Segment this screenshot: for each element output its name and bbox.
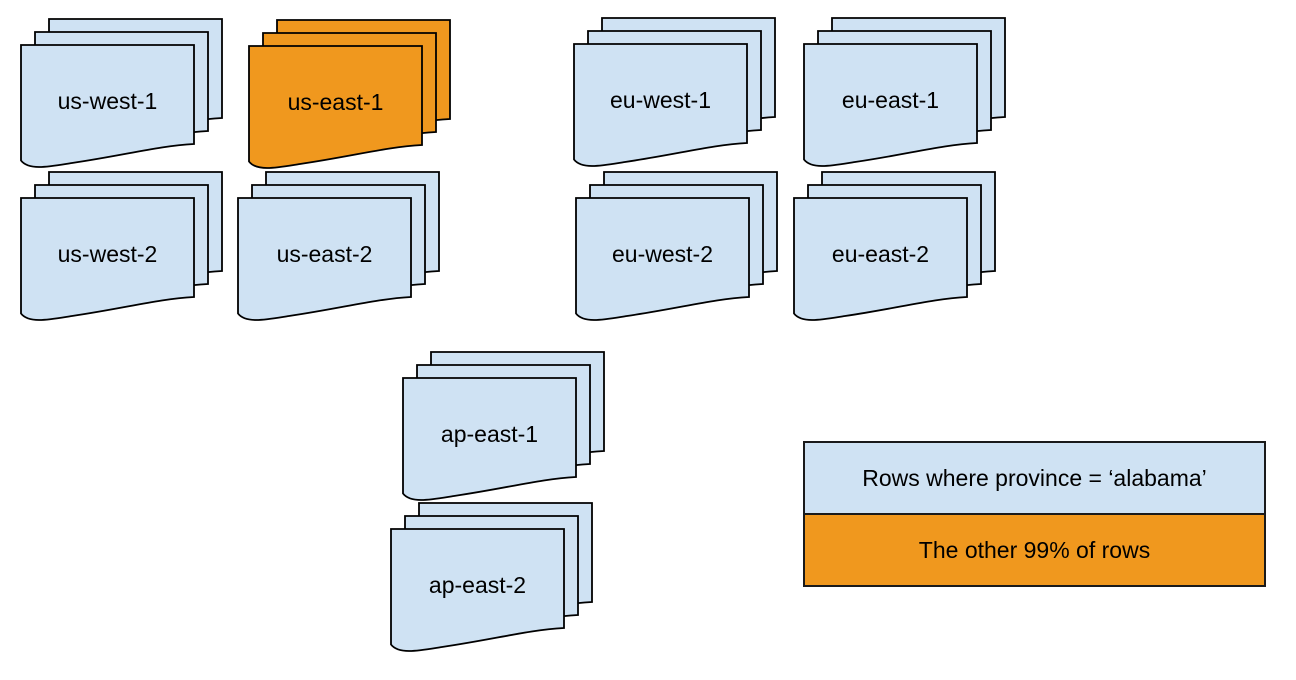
region-stack-ap-east-2: ap-east-2: [390, 502, 594, 654]
region-stack-us-west-2: us-west-2: [20, 171, 224, 323]
region-stack-us-east-2: us-east-2: [237, 171, 441, 323]
region-stack-eu-east-1: eu-east-1: [803, 17, 1007, 169]
region-label: eu-west-2: [612, 240, 713, 267]
legend-label: Rows where province = ‘alabama’: [862, 464, 1207, 491]
region-stack-eu-west-2: eu-west-2: [575, 171, 779, 323]
region-label: us-west-2: [57, 240, 158, 267]
region-label: us-east-1: [287, 88, 384, 115]
region-stack-ap-east-1: ap-east-1: [402, 351, 606, 503]
region-label: ap-east-1: [440, 420, 539, 447]
region-label: us-east-2: [276, 240, 373, 267]
region-label: ap-east-2: [428, 571, 527, 598]
region-stack-eu-east-2: eu-east-2: [793, 171, 997, 323]
legend-label: The other 99% of rows: [918, 536, 1151, 563]
region-label: eu-east-2: [831, 240, 930, 267]
legend-item-other-rows: The other 99% of rows: [805, 513, 1264, 585]
legend-item-alabama-rows: Rows where province = ‘alabama’: [805, 443, 1264, 513]
region-stack-eu-west-1: eu-west-1: [573, 17, 777, 169]
region-label: eu-east-1: [841, 86, 940, 113]
region-stack-us-east-1: us-east-1: [248, 19, 452, 171]
region-label: eu-west-1: [610, 86, 711, 113]
region-label: us-west-1: [57, 87, 158, 114]
region-stack-us-west-1: us-west-1: [20, 18, 224, 170]
legend: Rows where province = ‘alabama’ The othe…: [803, 441, 1266, 587]
